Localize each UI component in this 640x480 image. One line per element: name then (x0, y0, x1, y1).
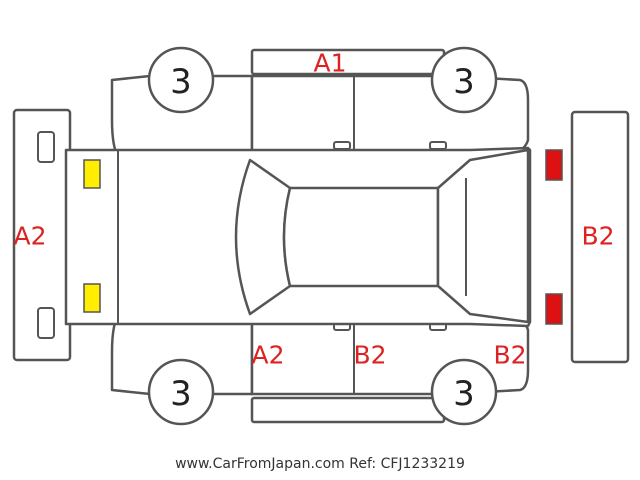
rear-bumper-panel (570, 110, 630, 364)
tire-front-right: 3 (147, 358, 215, 426)
rear-lamp-bottom (545, 293, 563, 325)
roof-strip-bottom (250, 396, 446, 424)
roof-strip-top (250, 48, 446, 76)
damage-code-side-middle: B2 (353, 341, 386, 370)
tire-rear-left-rating: 3 (453, 62, 475, 102)
windshield (234, 158, 292, 316)
damage-code-front: A2 (13, 222, 46, 251)
rear-window (436, 148, 530, 324)
damage-code-rear: B2 (581, 222, 614, 251)
damage-code-side-rear: B2 (493, 341, 526, 370)
tire-rear-right-rating: 3 (453, 374, 475, 414)
damage-code-top: A1 (313, 49, 346, 78)
car-top-view (64, 146, 532, 328)
roof (282, 186, 440, 288)
rear-lamp-top (545, 149, 563, 181)
reference-footer: www.CarFromJapan.com Ref: CFJ1233219 (175, 456, 465, 472)
tire-front-left: 3 (147, 46, 215, 114)
front-lamp-top (83, 159, 101, 189)
tire-rear-left: 3 (430, 46, 498, 114)
tire-rear-right: 3 (430, 358, 498, 426)
front-lamp-bottom (83, 283, 101, 313)
tire-front-left-rating: 3 (170, 62, 192, 102)
damage-code-side-front: A2 (251, 341, 284, 370)
tire-front-right-rating: 3 (170, 374, 192, 414)
